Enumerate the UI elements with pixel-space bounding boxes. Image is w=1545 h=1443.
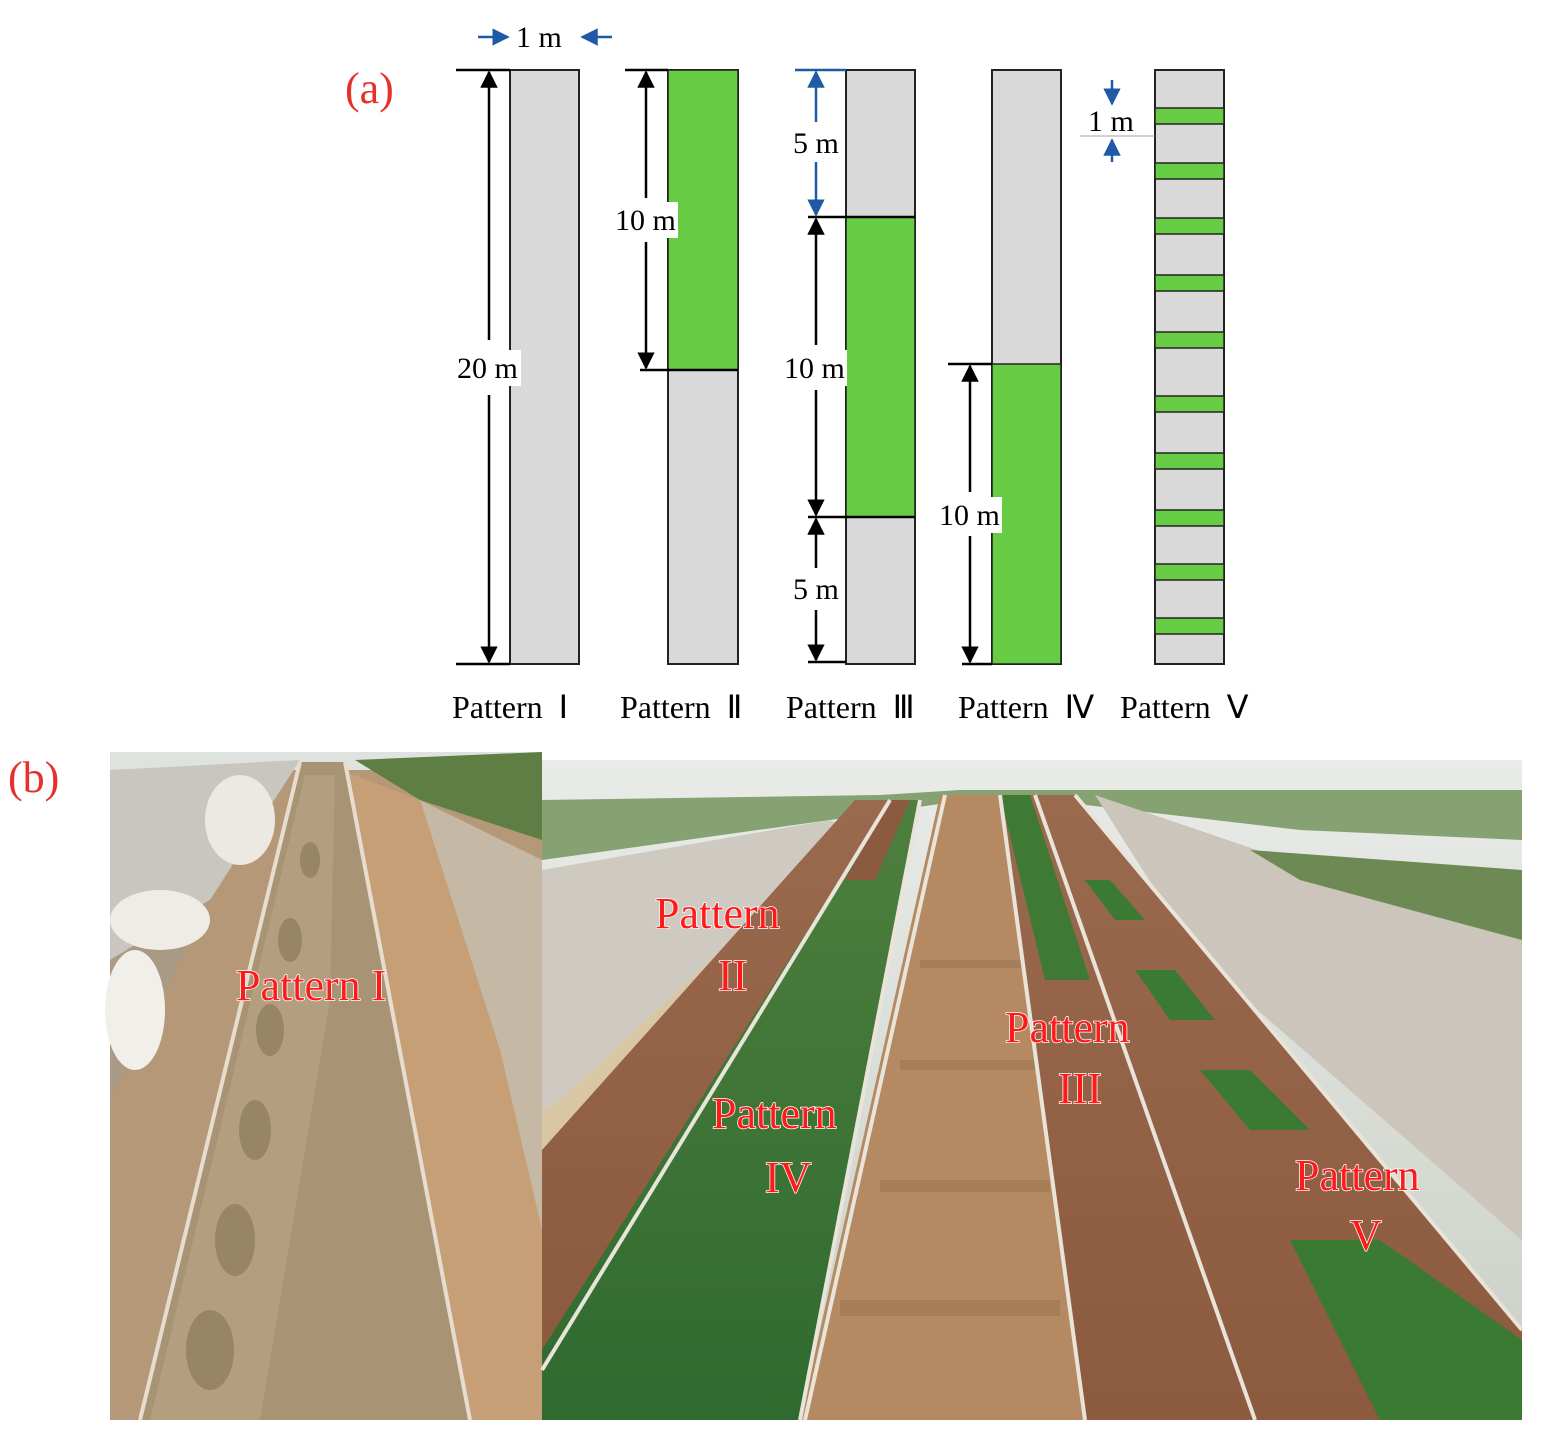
- photo-label-pattern-3-line2: III: [1058, 1064, 1102, 1113]
- photo-label-pattern-2-line2: II: [718, 951, 747, 1000]
- pattern-5-band: [1154, 395, 1225, 413]
- pattern-5-band-length: 1 m: [1088, 105, 1134, 138]
- pattern-5-band: [1154, 617, 1225, 635]
- pattern-2-strip: 10 m: [614, 68, 739, 665]
- pattern-5-band: [1154, 452, 1225, 470]
- photo-patterns-2-5: Pattern II Pattern III Pattern IV Patter…: [540, 760, 1524, 1421]
- photo-label-pattern-4-line2: IV: [765, 1153, 812, 1202]
- pattern-5-band: [1154, 107, 1225, 125]
- panel-b-label: (b): [8, 753, 59, 802]
- pattern-5-band: [1154, 331, 1225, 349]
- pattern-1-strip: 20 m: [455, 68, 580, 666]
- caption-pattern-2: Pattern Ⅱ: [620, 689, 742, 725]
- pattern-3-mid-length: 10 m: [784, 352, 845, 385]
- pattern-5-band: [1154, 563, 1225, 581]
- pattern-5-bands: [1154, 107, 1225, 635]
- pattern-2-veg-length: 10 m: [615, 204, 676, 237]
- caption-pattern-4: Pattern Ⅳ: [958, 689, 1095, 725]
- photo-label-pattern-2-line1: Pattern: [655, 889, 780, 938]
- pattern-1-length: 20 m: [457, 352, 518, 385]
- width-dimension: 1 m: [478, 21, 612, 54]
- pattern-4-strip: 10 m: [938, 69, 1062, 666]
- pattern-3-top-length: 5 m: [793, 127, 839, 160]
- photo-label-pattern-5-line2: V: [1350, 1211, 1382, 1260]
- photo-label-pattern-4-line1: Pattern: [712, 1089, 837, 1138]
- pattern-5-band: [1154, 162, 1225, 180]
- caption-pattern-1: Pattern Ⅰ: [452, 689, 568, 725]
- pattern-4-veg-length: 10 m: [939, 499, 1000, 532]
- pattern-5-strip: 1 m: [1080, 69, 1225, 665]
- photo-label-pattern-5-line1: Pattern: [1295, 1151, 1420, 1200]
- pattern-3-strip: 5 m 10 m 5 m: [783, 68, 916, 665]
- panel-a-label: (a): [345, 64, 394, 113]
- photo-label-pattern-3-line1: Pattern: [1005, 1003, 1130, 1052]
- photo-label-pattern-1: Pattern I: [236, 961, 386, 1010]
- pattern-5-band: [1154, 217, 1225, 235]
- caption-pattern-5: Pattern Ⅴ: [1120, 689, 1249, 725]
- pattern-5-band: [1154, 509, 1225, 527]
- pattern-5-band: [1154, 274, 1225, 292]
- photo-pattern-1: Pattern I: [105, 752, 542, 1421]
- width-label: 1 m: [516, 21, 562, 54]
- pattern-captions: Pattern Ⅰ Pattern Ⅱ Pattern Ⅲ Pattern Ⅳ …: [452, 689, 1249, 725]
- caption-pattern-3: Pattern Ⅲ: [786, 689, 915, 725]
- pattern-3-bottom-length: 5 m: [793, 573, 839, 606]
